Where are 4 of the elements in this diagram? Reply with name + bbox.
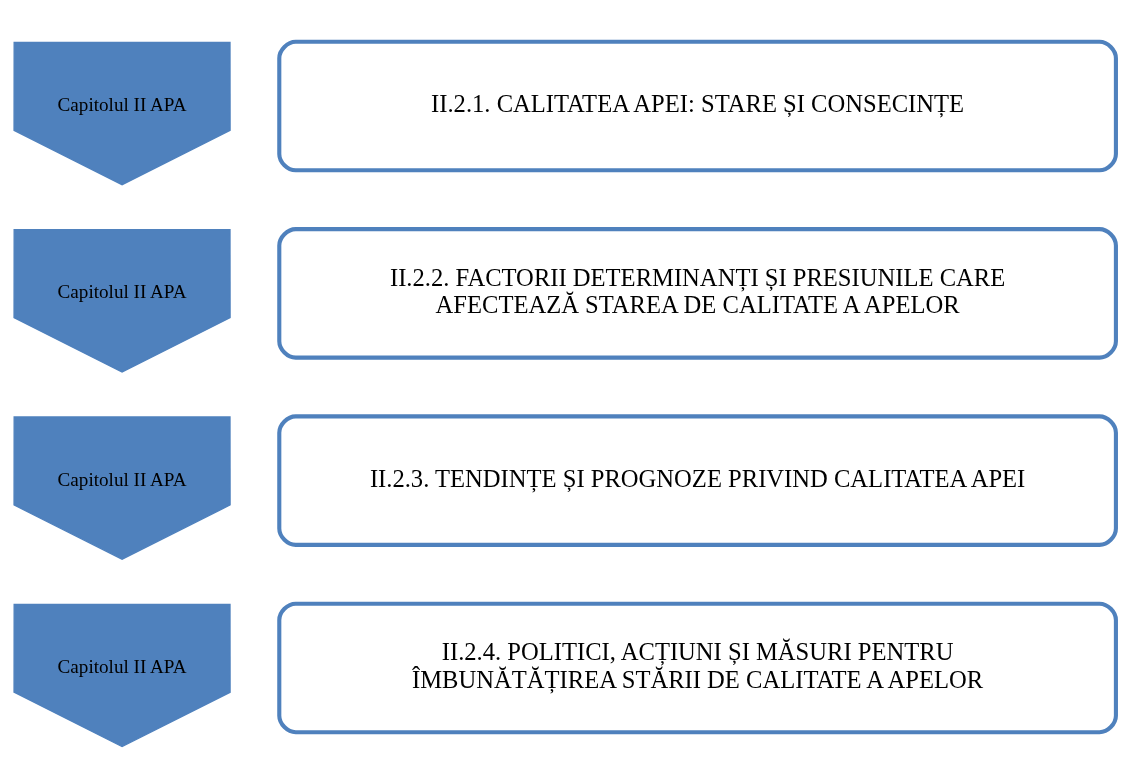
node-box: II.2.2. FACTORII DETERMINANȚI ȘI PRESIUNILE CARE AFECTEAZĂ STAREA DE CALITATE A APELOR — [277, 227, 1118, 360]
node-box: II.2.1. CALITATEA APEI: STARE ȘI CONSECINȚE — [277, 39, 1118, 173]
node-box: II.2.3. TENDINȚE ȘI PROGNOZE PRIVIND CALITATEA APEI — [277, 414, 1118, 547]
node-box: II.2.4. POLITICI, ACȚIUNI ȘI MĂSURI PENTRU ÎMBUNĂTĂȚIREA STĂRII DE CALITATE A APELOR — [277, 601, 1118, 735]
